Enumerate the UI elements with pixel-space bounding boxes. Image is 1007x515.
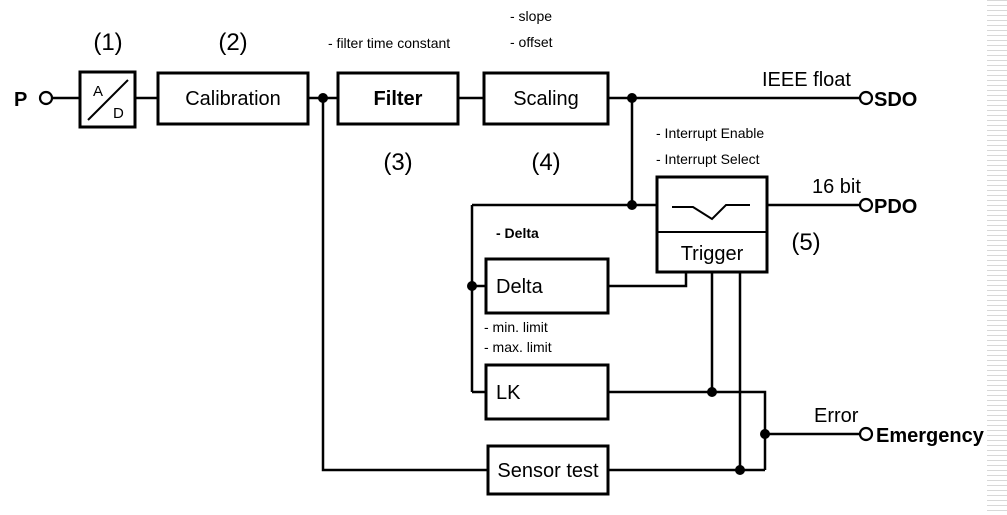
filter-param: - filter time constant xyxy=(328,35,450,51)
page-edge xyxy=(987,0,1007,515)
trigger-block: Trigger xyxy=(655,175,769,274)
scaling-block: Scaling xyxy=(482,71,610,126)
sensor-test-block: Sensor test xyxy=(486,444,610,496)
delta-param: - Delta xyxy=(496,225,539,241)
scaling-param-offset: - offset xyxy=(510,34,553,50)
ad-top-label: A xyxy=(93,83,103,100)
wire-lk-error xyxy=(608,390,767,470)
lk-block: LK xyxy=(484,363,610,421)
lk-param-min: - min. limit xyxy=(484,319,548,335)
junction-calibration xyxy=(318,93,328,103)
junction-trigger-input xyxy=(627,200,637,210)
junction-scaling xyxy=(627,93,637,103)
junction-sensortest xyxy=(735,465,745,475)
filter-label: Filter xyxy=(374,88,423,110)
scaling-number: (4) xyxy=(531,149,560,176)
pdo-signal-label: 16 bit xyxy=(812,176,861,198)
scaling-param-slope: - slope xyxy=(510,8,552,24)
ad-number: (1) xyxy=(93,29,122,56)
lk-param-max: - max. limit xyxy=(484,339,552,355)
input-p-label: P xyxy=(14,89,27,111)
junction-lk xyxy=(707,387,717,397)
port-pdo xyxy=(858,197,874,213)
port-p xyxy=(38,90,54,106)
calibration-label: Calibration xyxy=(185,88,281,110)
ad-converter-block: A D xyxy=(78,70,137,129)
trigger-param-enable: - Interrupt Enable xyxy=(656,125,764,141)
wire-delta-trigger xyxy=(608,272,688,288)
error-signal-label: Error xyxy=(814,405,859,427)
ad-diagonal xyxy=(87,79,129,121)
delta-label: Delta xyxy=(496,276,544,298)
ad-bottom-label: D xyxy=(113,105,124,122)
trigger-label: Trigger xyxy=(681,243,744,265)
lk-label: LK xyxy=(496,382,521,404)
wire-calibration-sensortest xyxy=(321,98,488,472)
trigger-number: (5) xyxy=(791,229,820,256)
sdo-signal-label: IEEE float xyxy=(762,69,851,91)
filter-number: (3) xyxy=(383,149,412,176)
port-sdo xyxy=(858,90,874,106)
port-emergency xyxy=(858,426,874,442)
delta-block: Delta xyxy=(484,257,610,315)
junction-delta xyxy=(467,281,477,291)
trigger-param-select: - Interrupt Select xyxy=(656,151,760,167)
emergency-label: Emergency xyxy=(876,425,985,447)
filter-block: Filter xyxy=(336,71,460,126)
calibration-block: Calibration xyxy=(156,71,310,126)
sdo-label: SDO xyxy=(874,89,917,111)
pdo-label: PDO xyxy=(874,196,917,218)
trigger-switch-symbol xyxy=(672,204,750,221)
scaling-label: Scaling xyxy=(513,88,579,110)
calibration-number: (2) xyxy=(218,29,247,56)
sensor-test-label: Sensor test xyxy=(497,460,599,482)
junction-error xyxy=(760,429,770,439)
